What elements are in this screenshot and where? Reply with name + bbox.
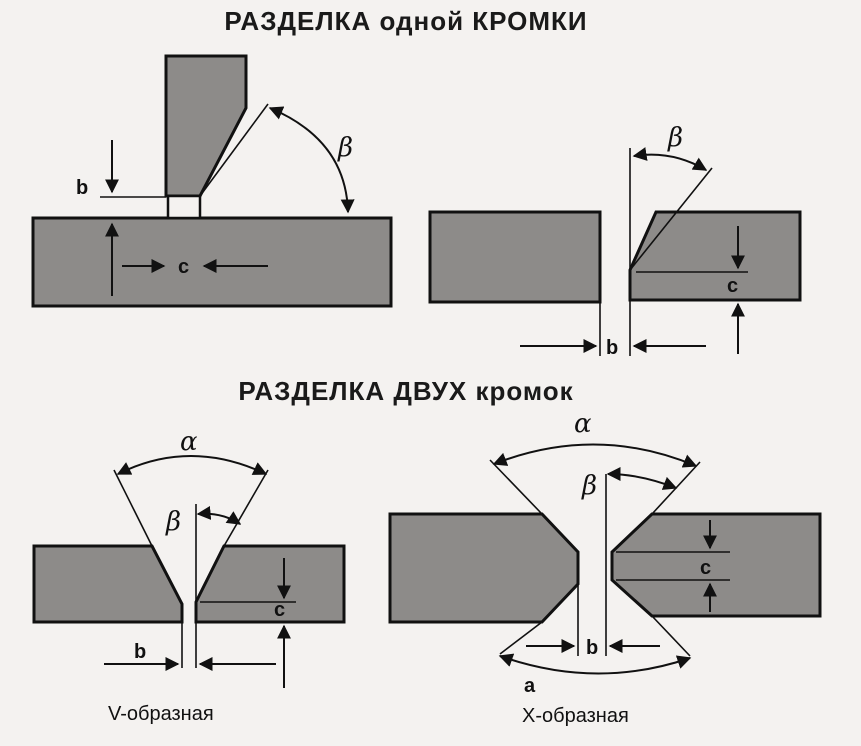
label-b-3: b bbox=[134, 641, 146, 663]
label-b-4: b bbox=[586, 637, 598, 659]
root-face-gap bbox=[166, 194, 202, 220]
figure-single-edge-tee: b c β bbox=[31, 54, 393, 308]
figure-v-groove: α β c b V-образная bbox=[32, 427, 346, 725]
figure-x-groove: α β c b a Х-образная bbox=[388, 409, 822, 727]
beveled-right-plate bbox=[628, 210, 802, 302]
v-right-plate bbox=[194, 544, 346, 624]
caption-x-shape: Х-образная bbox=[522, 705, 629, 727]
label-beta: β bbox=[337, 133, 353, 163]
label-a: a bbox=[524, 675, 536, 697]
figure-single-edge-butt: β c b bbox=[428, 123, 802, 359]
title-single-edge: РАЗДЕЛКА одной КРОМКИ bbox=[224, 6, 587, 36]
v-left-plate bbox=[32, 544, 184, 624]
beveled-vertical-plate bbox=[164, 54, 248, 198]
label-alpha-2: α bbox=[574, 409, 592, 439]
label-b-2: b bbox=[606, 337, 618, 359]
title-double-edge: РАЗДЕЛКА ДВУХ кромок bbox=[238, 376, 573, 406]
label-beta-2: β bbox=[667, 123, 683, 153]
label-beta-4: β bbox=[581, 471, 597, 501]
base-plate bbox=[31, 216, 393, 308]
left-plate bbox=[428, 210, 602, 304]
label-c-3: c bbox=[274, 599, 285, 621]
label-c-2: c bbox=[727, 275, 738, 297]
caption-v-shape: V-образная bbox=[108, 703, 214, 725]
label-c-4: c bbox=[700, 557, 711, 579]
x-left-plate bbox=[388, 512, 580, 624]
label-b: b bbox=[76, 177, 88, 199]
x-right-plate bbox=[610, 512, 822, 618]
label-beta-3: β bbox=[165, 507, 181, 537]
label-c: c bbox=[178, 256, 189, 278]
label-alpha: α bbox=[180, 427, 198, 457]
